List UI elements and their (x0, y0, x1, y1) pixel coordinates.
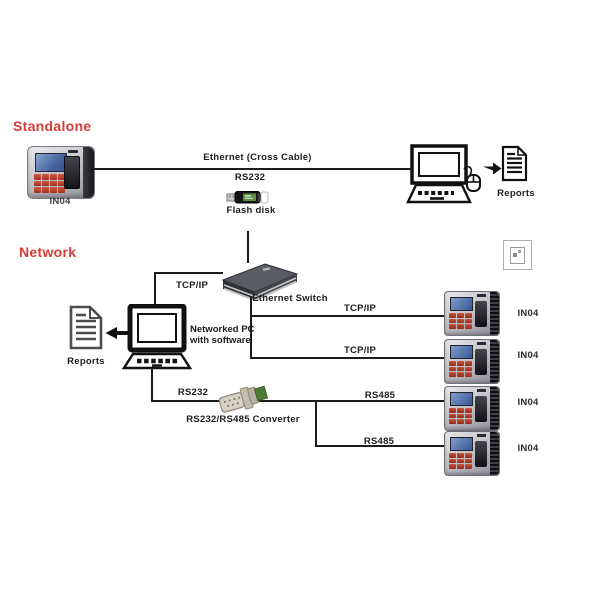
pc-switch-line-vertical (154, 272, 156, 307)
ethernet-switch-icon (221, 263, 299, 301)
networked-pc-icon (122, 304, 192, 370)
device-side-panel (490, 432, 499, 475)
network-reports-label: Reports (67, 356, 105, 367)
arrow-right-icon (483, 162, 502, 175)
device-logo (68, 150, 78, 153)
standalone-reports-label: Reports (497, 188, 535, 199)
device-keypad (449, 361, 472, 377)
device-side-panel (490, 387, 499, 430)
network-reports-document-icon (69, 305, 103, 350)
in04-label-3: IN04 (517, 397, 539, 408)
device-logo (477, 342, 486, 345)
rs232-rs485-line (151, 400, 446, 402)
device-screen (450, 345, 473, 359)
rs485-label-2: RS485 (363, 436, 395, 447)
pc-tcpip-label: TCP/IP (175, 280, 209, 291)
arrow-left-icon (105, 327, 129, 339)
rs485-branch-line (315, 400, 317, 447)
networked-pc-caption: Networked PC with software (190, 324, 255, 346)
device-keypad (449, 453, 472, 469)
networked-pc-caption-line2: with software (190, 334, 251, 346)
ethernet-cable-label: Ethernet (Cross Cable) (203, 152, 312, 163)
device-screen (450, 437, 473, 451)
networked-pc-caption-line1: Networked PC (190, 324, 255, 335)
rs232-label-standalone: RS232 (234, 172, 266, 183)
in04-terminal-standalone (27, 146, 95, 199)
device-keypad (449, 313, 472, 329)
device-logo (477, 294, 486, 297)
fingerprint-sensor (475, 441, 487, 467)
fingerprint-sensor (64, 156, 80, 189)
network-section-title: Network (19, 244, 77, 260)
in04-terminal-3 (444, 386, 500, 431)
device-logo (477, 434, 486, 437)
pc-serial-drop-line (151, 368, 153, 402)
switch-drop-line (250, 296, 252, 359)
device-keypad (34, 174, 65, 193)
tcpip-line-1 (251, 315, 446, 317)
device-screen (35, 153, 67, 172)
standalone-section-title: Standalone (13, 118, 92, 134)
rs232-rs485-converter-icon (218, 385, 268, 413)
device-screen (450, 392, 473, 406)
desktop-computer-icon (406, 144, 481, 204)
in04-label-4: IN04 (517, 443, 539, 454)
tcpip-label-2: TCP/IP (343, 345, 377, 356)
connection-line-standalone (93, 168, 413, 170)
standalone-device-label: IN04 (49, 196, 71, 207)
fingerprint-sensor (475, 396, 487, 422)
rs485-label-1: RS485 (364, 390, 396, 401)
device-side-panel (490, 340, 499, 383)
rs232-label-network: RS232 (177, 387, 209, 398)
reports-document-icon (501, 145, 528, 182)
fingerprint-sensor (475, 349, 487, 375)
tcpip-line-2 (251, 357, 446, 359)
device-screen (450, 297, 473, 311)
tcpip-label-1: TCP/IP (343, 303, 377, 314)
pc-switch-line-horizontal (155, 272, 223, 274)
converter-label: RS232/RS485 Converter (186, 414, 300, 425)
in04-label-1: IN04 (517, 308, 539, 319)
in04-terminal-2 (444, 339, 500, 384)
device-side-panel (83, 147, 94, 198)
fingerprint-sensor (475, 301, 487, 327)
device-keypad (449, 408, 472, 424)
switch-antenna-line (247, 231, 249, 263)
ethernet-switch-label: Ethernet Switch (252, 293, 328, 304)
broken-image-icon (503, 240, 532, 270)
in04-terminal-1 (444, 291, 500, 336)
device-side-panel (490, 292, 499, 335)
flash-disk-label: Flash disk (226, 205, 276, 216)
device-logo (477, 389, 486, 392)
flash-disk-icon (226, 191, 269, 204)
in04-terminal-4 (444, 431, 500, 476)
in04-label-2: IN04 (517, 350, 539, 361)
rs485-line-2 (315, 445, 446, 447)
